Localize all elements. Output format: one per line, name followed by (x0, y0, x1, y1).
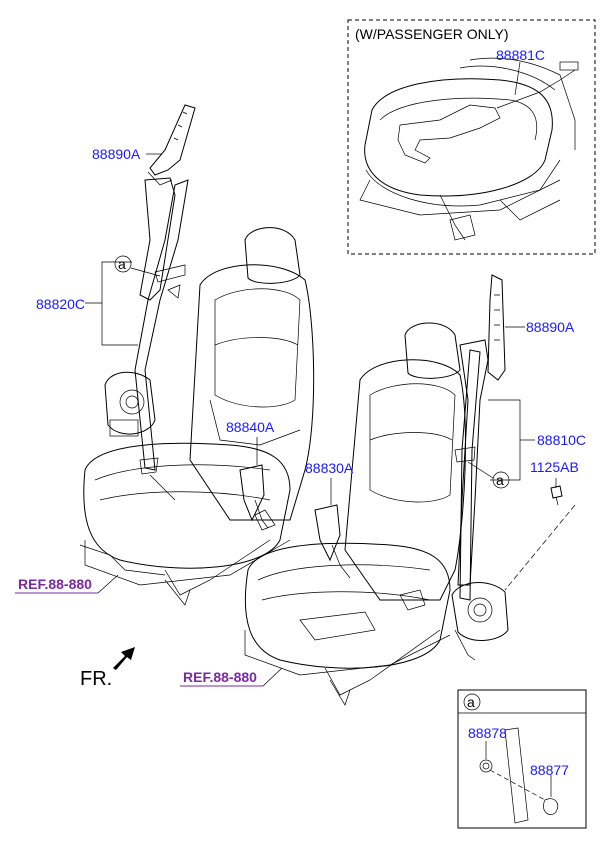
front-direction-marker: FR. (80, 647, 135, 690)
label-88890A-left: 88890A (92, 146, 141, 162)
left-height-adjuster-88890A (146, 104, 196, 186)
label-88878: 88878 (468, 725, 507, 741)
label-88810C: 88810C (537, 432, 586, 448)
detail-tag-a: a (467, 694, 475, 710)
front-label: FR. (80, 668, 112, 690)
right-buckle-88830A (314, 504, 351, 579)
inset-heading: (W/PASSENGER ONLY) (355, 26, 509, 42)
inset-seat-cushion (359, 57, 579, 241)
callout-a-right: a (496, 472, 504, 488)
right-height-adjuster-88890A (487, 274, 506, 381)
left-buckle-88840A (239, 464, 269, 529)
passenger-only-inset: (W/PASSENGER ONLY) 88881C (347, 19, 596, 255)
label-1125AB: 1125AB (530, 459, 579, 475)
label-88890A-right: 88890A (526, 319, 575, 335)
left-seat-belt-88820C (104, 177, 189, 475)
left-seat (79, 227, 315, 606)
ref-right[interactable]: REF.88-880 (183, 669, 257, 685)
label-88877: 88877 (530, 762, 569, 778)
right-seat-belt-88810C (451, 339, 509, 661)
label-88820C: 88820C (36, 296, 85, 312)
bolt-1125AB (550, 485, 563, 506)
right-seat (244, 322, 466, 706)
label-88881C: 88881C (496, 47, 545, 63)
label-88840A: 88840A (226, 419, 275, 435)
callout-a-left: a (118, 256, 126, 272)
ref-left[interactable]: REF.88-880 (18, 576, 92, 592)
label-88830A: 88830A (305, 460, 354, 476)
detail-box-a: a 88878 88877 (457, 689, 587, 829)
